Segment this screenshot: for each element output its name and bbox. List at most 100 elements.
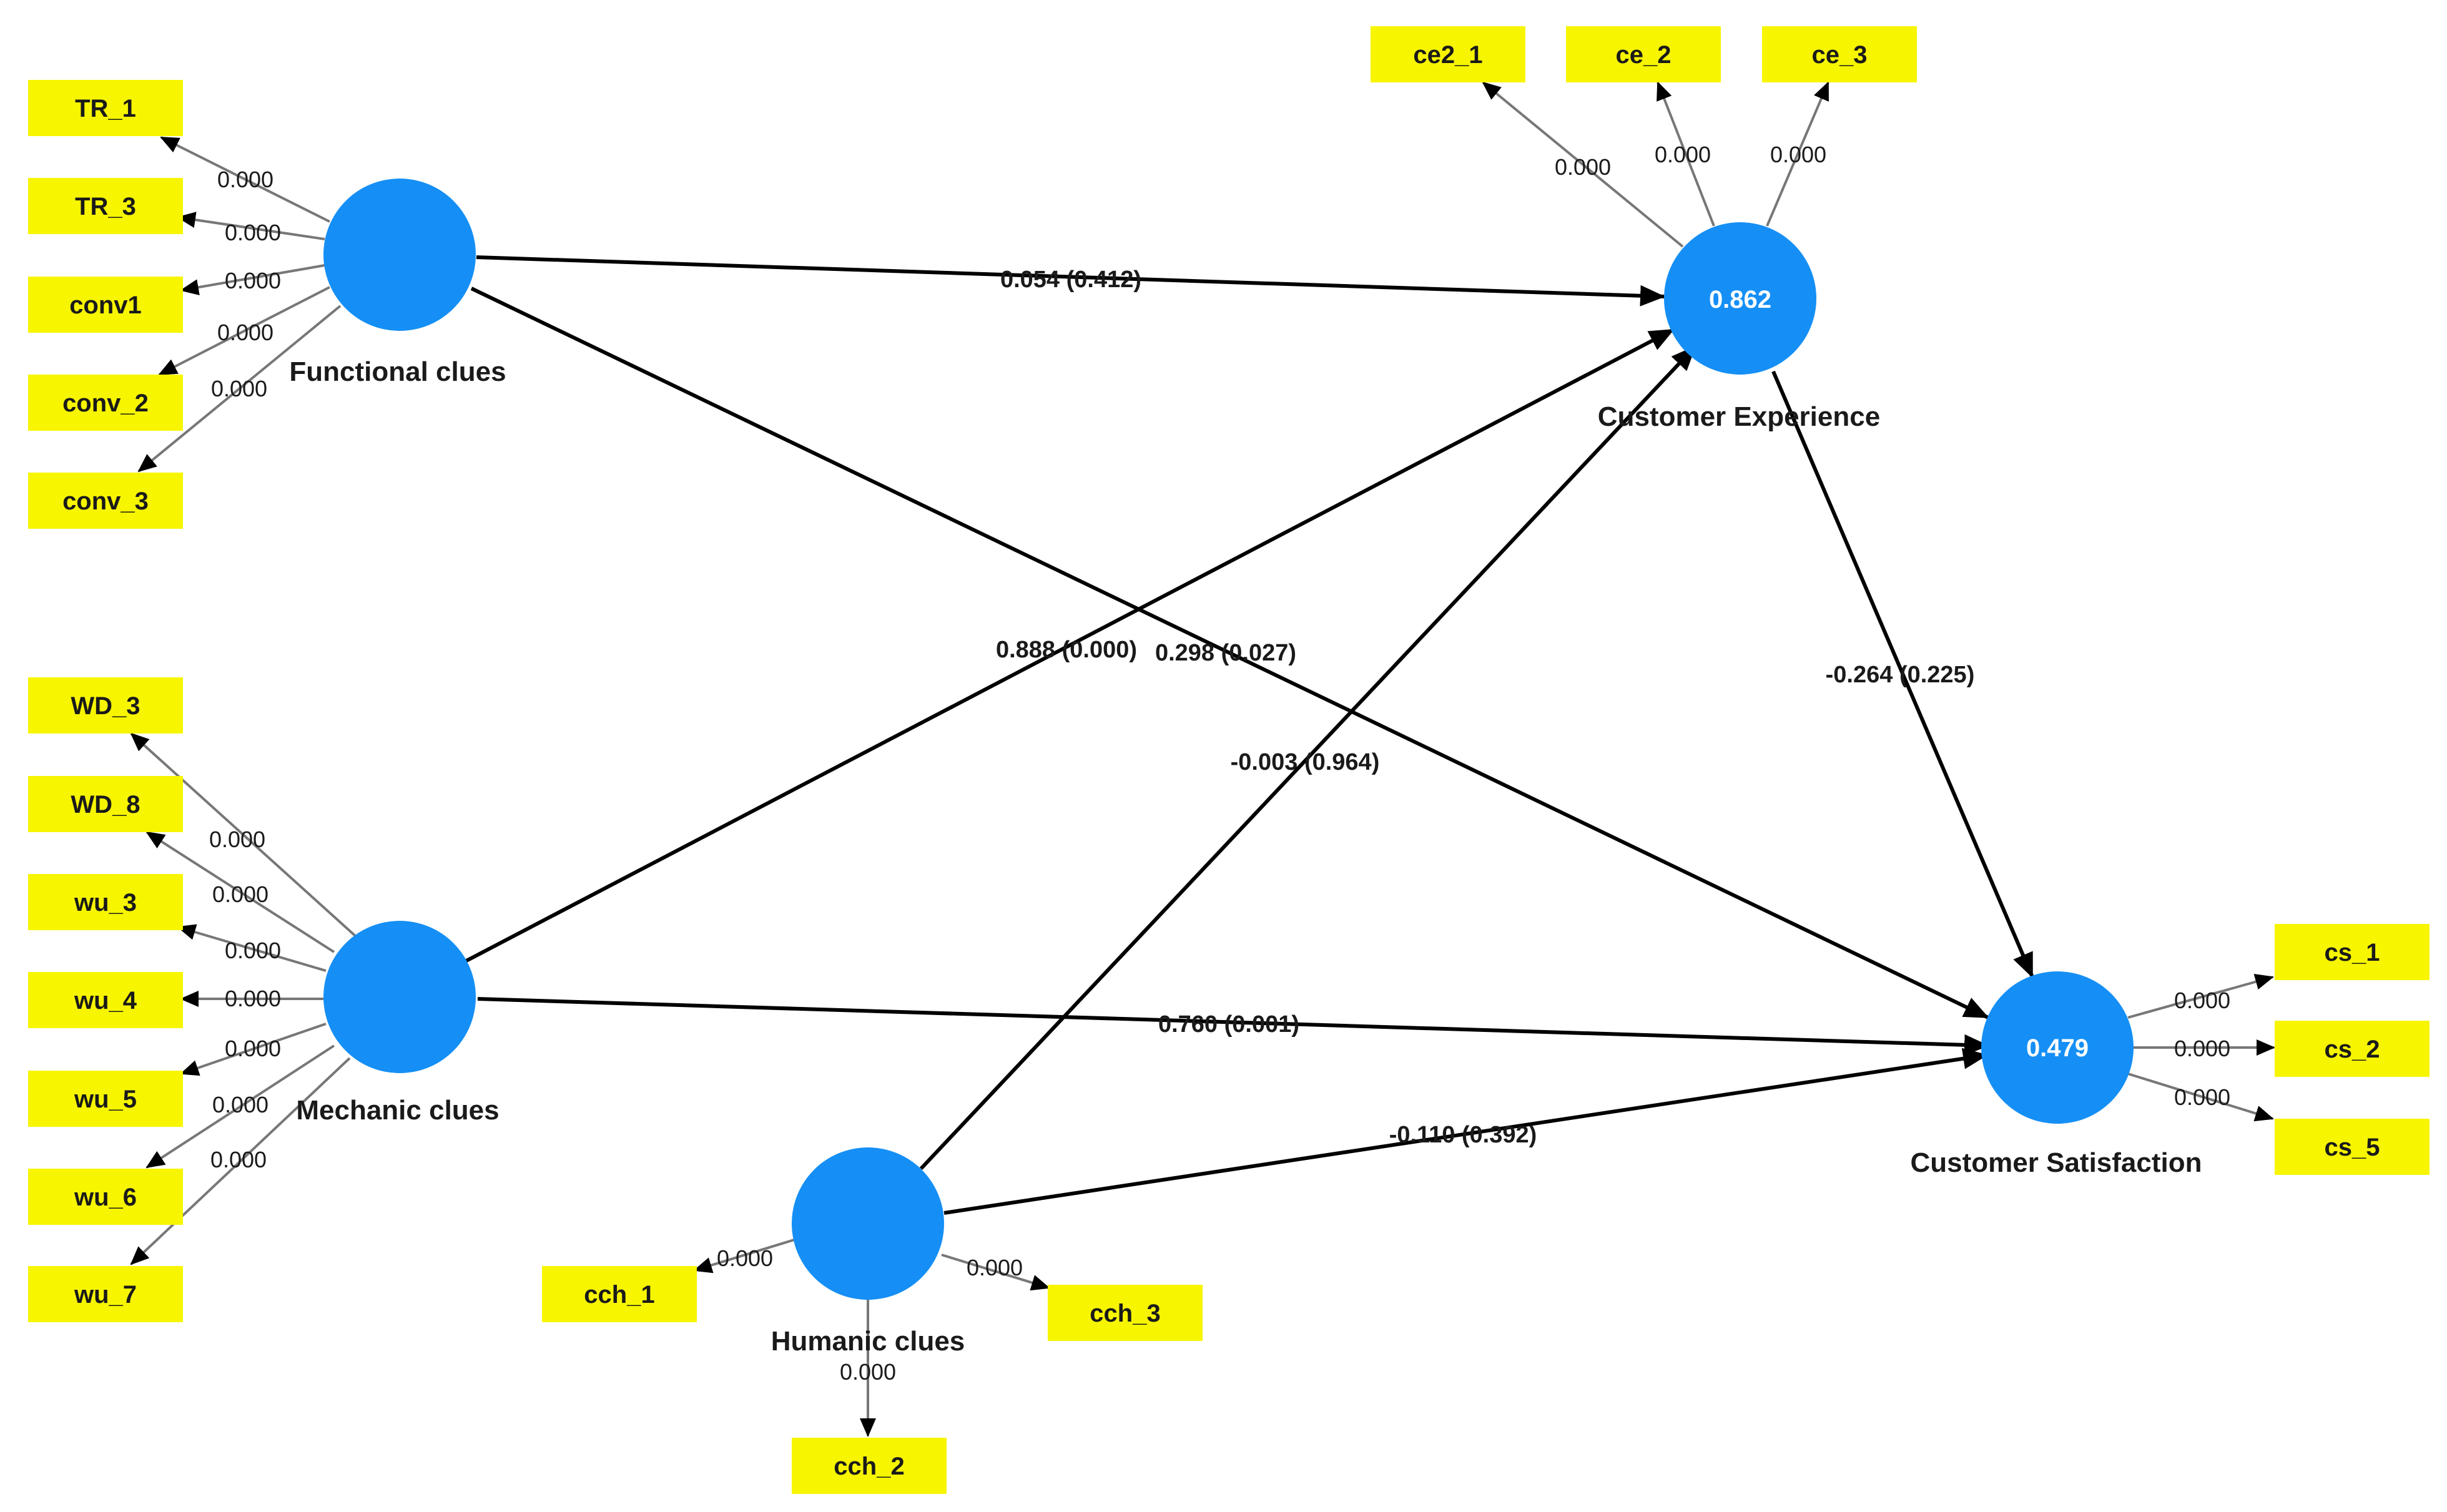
indicator-label: WD_8 [71,791,140,818]
loading-value-wu_4: 0.000 [225,986,281,1011]
loading-line-wu_6 [145,1044,335,1169]
construct-r2-value: 0.862 [1709,286,1771,313]
indicator-ce_2[interactable]: ce_2 [1566,26,1721,82]
indicator-label: TR_3 [75,193,136,220]
indicator-WD_3[interactable]: WD_3 [28,677,183,734]
loading-line-conv1 [180,264,325,296]
path-functional-satisfaction [470,287,1989,1019]
indicator-label: conv_2 [62,390,149,417]
loading-value-conv_3: 0.000 [211,376,267,401]
indicator-label: ce_3 [1812,41,1868,69]
indicator-cch_1[interactable]: cch_1 [542,1266,697,1322]
loading-value-cch_3: 0.000 [967,1255,1023,1280]
indicator-TR_3[interactable]: TR_3 [28,178,183,234]
loading-value-ce_2: 0.000 [1655,142,1711,167]
loading-line-ce2_1 [1482,81,1684,248]
loading-value-wu_3: 0.000 [225,938,281,963]
construct-circle [1664,222,1816,375]
indicator-WD_8[interactable]: WD_8 [28,776,183,832]
loading-values: 0.000 0.000 0.000 0.000 0.000 0.000 0.00… [209,142,2230,1385]
loading-line-wu_3 [177,924,327,972]
construct-label-humanic: Humanic clues [771,1326,965,1357]
indicator-label: wu_5 [74,1086,137,1113]
path-humanic-satisfaction [943,1048,1988,1215]
construct-functional-clues[interactable] [323,179,476,331]
loading-value-cch_2: 0.000 [840,1359,896,1385]
indicator-conv_3[interactable]: conv_3 [28,473,183,529]
construct-circle [792,1147,944,1300]
indicator-cch_2[interactable]: cch_2 [792,1438,947,1494]
loading-value-WD_8: 0.000 [212,881,268,907]
construct-label-satisfaction: Customer Satisfaction [1911,1147,2202,1178]
path-mechanic-satisfaction [477,997,1989,1056]
path-label-functional-experience: 0.054 (0.412) [1000,267,1141,293]
indicator-label: WD_3 [71,692,140,720]
loading-line-conv_2 [158,286,330,376]
construct-label-functional: Functional clues [289,356,506,387]
indicator-wu_3[interactable]: wu_3 [28,874,183,930]
indicator-label: TR_1 [75,95,136,122]
indicator-ce2_1[interactable]: ce2_1 [1371,26,1525,82]
loading-value-wu_6: 0.000 [212,1092,268,1117]
construct-customer-satisfaction[interactable]: 0.479 [1981,971,2134,1124]
indicator-wu_4[interactable]: wu_4 [28,972,183,1028]
loading-value-conv_2: 0.000 [217,320,273,345]
indicator-label: conv_3 [62,488,149,515]
loading-line-WD_8 [145,831,335,953]
indicator-cs_1[interactable]: cs_1 [2275,924,2430,980]
loading-line-cs_5 [2127,1073,2274,1122]
path-label-mechanic-experience: 0.888 (0.000) [996,637,1137,663]
loading-line-WD_3 [130,732,357,938]
indicator-wu_7[interactable]: wu_7 [28,1266,183,1322]
construct-circle [323,179,476,331]
path-functional-experience [476,255,1665,307]
construct-customer-experience[interactable]: 0.862 [1664,222,1816,375]
indicator-label: wu_6 [74,1184,137,1211]
loading-value-TR_1: 0.000 [217,167,273,192]
loading-value-wu_7: 0.000 [210,1147,267,1172]
loading-value-conv1: 0.000 [225,268,281,293]
loading-value-wu_5: 0.000 [225,1036,281,1061]
loading-line-cs_1 [2127,974,2274,1019]
path-label-mechanic-satisfaction: 0.760 (0.001) [1158,1011,1299,1038]
indicator-wu_6[interactable]: wu_6 [28,1169,183,1225]
indicator-label: ce_2 [1616,41,1672,69]
indicator-cch_3[interactable]: cch_3 [1048,1285,1203,1341]
construct-circle [323,921,476,1073]
indicator-label: cs_2 [2325,1036,2380,1063]
loading-value-ce2_1: 0.000 [1555,154,1611,180]
construct-label-experience: Customer Experience [1598,401,1880,432]
indicator-label: cch_3 [1090,1300,1160,1327]
path-experience-satisfaction [1771,370,2034,978]
indicator-label: ce2_1 [1413,41,1482,69]
indicator-TR_1[interactable]: TR_1 [28,80,183,136]
loading-lines [130,81,2275,1437]
path-label-humanic-satisfaction: -0.110 (0.392) [1389,1122,1537,1148]
loading-line-conv_3 [137,305,342,473]
construct-r2-value: 0.479 [2026,1034,2089,1062]
indicator-ce_3[interactable]: ce_3 [1762,26,1917,82]
indicator-cs_5[interactable]: cs_5 [2275,1119,2430,1175]
path-label-functional-satisfaction: 0.298 (0.027) [1155,640,1296,666]
indicator-wu_5[interactable]: wu_5 [28,1071,183,1127]
construct-mechanic-clues[interactable] [323,921,476,1073]
loading-value-cs_2: 0.000 [2174,1036,2230,1061]
indicator-label: conv1 [69,292,142,319]
loading-line-ce_3 [1766,81,1829,227]
indicator-label: cs_1 [2325,939,2380,966]
indicator-conv1[interactable]: conv1 [28,277,183,333]
loading-line-cch_3 [941,1254,1050,1291]
loading-line-cch_1 [693,1238,797,1274]
path-label-humanic-experience: -0.003 (0.964) [1231,749,1380,775]
indicator-label: wu_3 [74,889,137,916]
construct-humanic-clues[interactable] [792,1147,944,1300]
loading-line-wu_5 [180,1023,327,1076]
indicator-label: cs_5 [2325,1134,2380,1161]
indicator-label: cch_2 [834,1453,904,1480]
indicator-cs_2[interactable]: cs_2 [2275,1021,2430,1077]
indicator-conv_2[interactable]: conv_2 [28,375,183,431]
path-label-experience-satisfaction: -0.264 (0.225) [1826,662,1975,688]
path-mechanic-experience [464,328,1675,963]
indicator-label: cch_1 [584,1281,654,1308]
